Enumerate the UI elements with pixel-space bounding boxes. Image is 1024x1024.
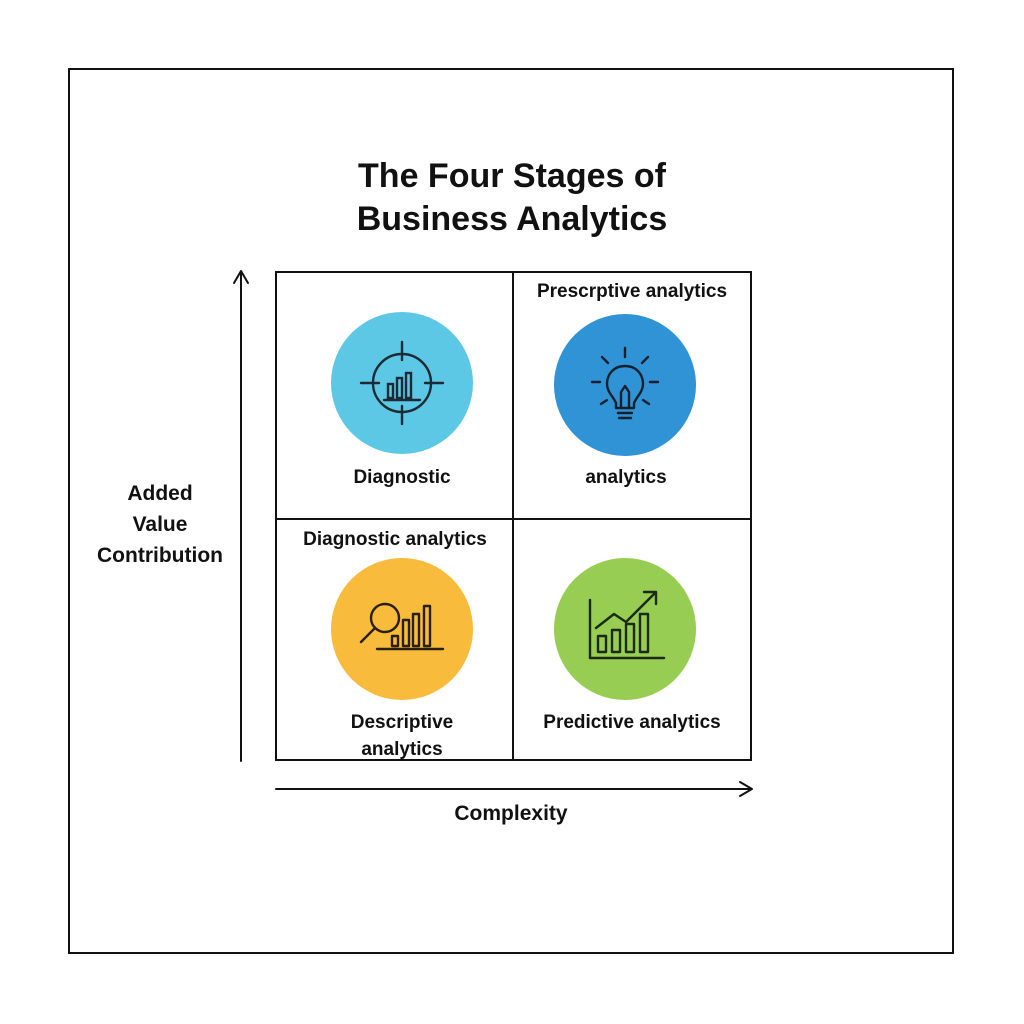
prescriptive-header: Prescrptive analytics [536,281,728,302]
lightbulb-icon [590,346,660,420]
diagram-frame [68,68,954,954]
y-axis-label: Added Value Contribution [80,478,240,571]
y-axis-label-line-3: Contribution [97,544,223,567]
trend-chart-icon [588,590,666,660]
grid-vertical-divider [512,271,514,761]
magnifier-bar-chart-icon [359,602,445,651]
grid-horizontal-divider [275,518,752,520]
target-bar-chart-icon [359,340,445,426]
predictive-circle [554,558,696,700]
x-axis-label: Complexity [454,802,568,825]
prescriptive-circle-label: analytics [585,467,667,488]
title-line-1: The Four Stages of [358,157,666,195]
y-axis-label-line-2: Value [132,513,188,536]
descriptive-circle-label: Descriptive analytics [314,709,490,763]
descriptive-label-line-1: Descriptive [350,712,454,733]
diagnostic-circle [331,312,473,454]
title-line-2: Business Analytics [356,200,668,238]
y-axis-label-line-1: Added [127,482,193,505]
diagnostic-circle-label: Diagnostic [353,467,451,488]
diagnostic-analytics-header: Diagnostic analytics [303,529,487,550]
diagram-title: The Four Stages of Business Analytics [0,155,1024,241]
descriptive-label-line-2: analytics [361,739,443,760]
prescriptive-circle [554,314,696,456]
predictive-circle-label: Predictive analytics [543,712,721,733]
descriptive-circle [331,558,473,700]
